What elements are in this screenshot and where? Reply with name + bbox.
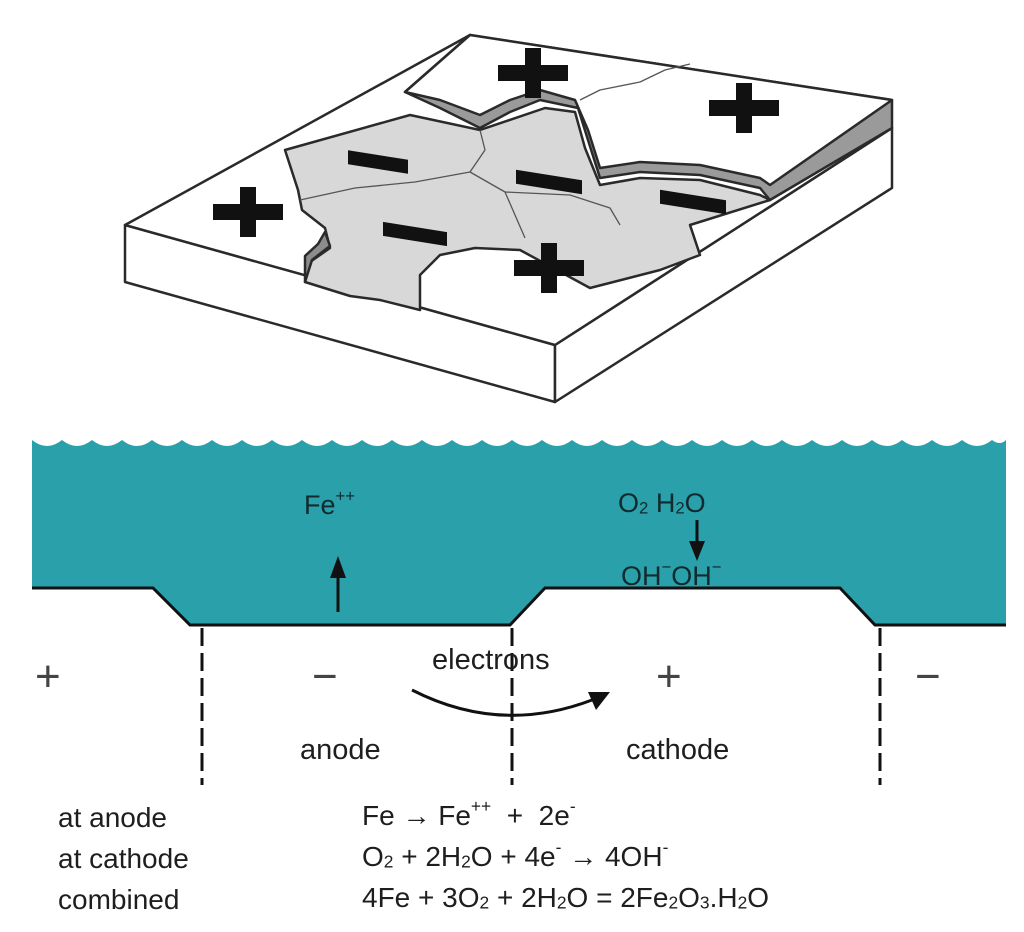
cathode-label: cathode <box>626 734 730 766</box>
eq-combined-part-5: .H <box>709 882 738 913</box>
oxygen-reduction-arrow-icon <box>689 520 705 561</box>
reaction-equation-cathode: O2 + 2H2O + 4e- → 4OH- <box>362 838 668 872</box>
pit-wall-left <box>303 230 332 284</box>
fe-ion-charge: ++ <box>335 486 356 506</box>
reaction-name-cathode: at cathode <box>58 843 189 874</box>
eq-combined-part-2: + 2H <box>489 882 557 913</box>
eq-cathode-part-2: + 2H <box>393 841 462 872</box>
minus-mark-4 <box>383 221 447 247</box>
fe-ion-label: Fe++ <box>304 488 355 520</box>
eq-combined-sub-1: 2 <box>479 892 490 913</box>
hydroxide-1-base: OH <box>621 561 662 591</box>
eq-combined-sub-2: 2 <box>556 892 567 913</box>
plus-mark-3 <box>213 187 283 237</box>
minus-mark-3 <box>660 189 726 215</box>
electrons-label: electrons <box>432 644 550 676</box>
plus-sign-cathode: + <box>656 652 682 701</box>
anode-label: anode <box>300 734 381 766</box>
grain-boundary-3 <box>469 129 486 173</box>
reaction-equation-combined: 4Fe + 3O2 + 2H2O = 2Fe2O3.H2O <box>362 884 769 912</box>
eq-cathode-part-4: → 4OH <box>561 841 663 872</box>
grain-boundary-4 <box>504 191 621 226</box>
grain-boundary-1 <box>579 63 691 101</box>
eq-cathode-part-3: O + 4e <box>470 841 556 872</box>
eq-anode-part-1: Fe → Fe <box>362 800 471 831</box>
minus-sign-right: − <box>915 652 941 701</box>
minus-mark-2 <box>516 169 582 195</box>
oxygen-label: O <box>618 488 640 518</box>
water-body <box>32 440 1006 625</box>
eq-combined-sub-5: 2 <box>737 892 748 913</box>
block-charges <box>213 48 779 293</box>
water-subscript: 2 <box>675 498 685 518</box>
eq-combined-sub-3: 2 <box>668 892 679 913</box>
eq-combined-part-4: O <box>678 882 700 913</box>
grain-boundary-2 <box>299 171 526 239</box>
eq-combined-part-3: O = 2Fe <box>566 882 669 913</box>
eq-anode-charge-1: ++ <box>470 795 492 816</box>
oxygen-subscript: 2 <box>639 498 649 518</box>
fe-ion-base: Fe <box>304 490 336 520</box>
reaction-name-anode: at anode <box>58 802 167 833</box>
hydroxide-2-charge: − <box>711 557 722 577</box>
electron-flow-arrow-icon <box>411 688 610 717</box>
plus-mark-1 <box>498 48 568 98</box>
minus-sign-anode: − <box>312 652 338 701</box>
metal-surface-line <box>32 586 1006 627</box>
plus-sign-left: + <box>35 652 61 701</box>
eq-cathode-sub-1: 2 <box>383 851 394 872</box>
hydroxide-label: OH−OH− <box>621 559 722 591</box>
reactants-label: O2 H2O <box>618 490 706 517</box>
eq-combined-part-6: O <box>747 882 769 913</box>
eq-cathode-sub-2: 2 <box>461 851 471 872</box>
eq-anode-charge-2: - <box>569 795 576 816</box>
eq-cathode-charge-2: - <box>662 836 669 857</box>
hydroxide-1-charge: − <box>661 557 672 577</box>
water-o-label: O <box>684 488 706 518</box>
plus-mark-2 <box>709 83 779 133</box>
region-boundaries <box>200 628 882 785</box>
hydroxide-2-base: OH <box>671 561 712 591</box>
reaction-name-combined: combined <box>58 884 180 915</box>
minus-mark-1 <box>348 150 408 174</box>
water-h-label: H <box>655 488 676 518</box>
eq-combined-sub-4: 3 <box>699 892 710 913</box>
eq-anode-part-2: + 2e <box>491 800 570 831</box>
fe-ion-arrow-icon <box>330 556 346 612</box>
plus-mark-4 <box>514 243 584 293</box>
eq-cathode-part-1: O <box>362 841 384 872</box>
metal-block <box>123 33 894 404</box>
reaction-equation-anode: Fe → Fe++ + 2e- <box>362 797 576 831</box>
eq-cathode-charge-1: - <box>555 836 562 857</box>
eq-combined-part-1: 4Fe + 3O <box>362 882 480 913</box>
